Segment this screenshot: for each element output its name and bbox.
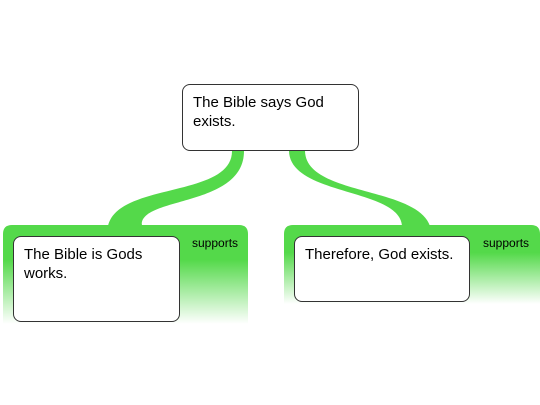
right-premise-box[interactable]: Therefore, God exists. (294, 236, 470, 302)
root-claim-text: The Bible says God exists. (193, 94, 324, 130)
right-supports-label: supports (483, 236, 530, 250)
root-claim-box[interactable]: The Bible says God exists. (182, 84, 359, 151)
left-connector-curve (108, 151, 244, 226)
right-connector-curve (289, 151, 430, 226)
left-premise-text: The Bible is Gods works. (24, 246, 143, 282)
right-premise-text: Therefore, God exists. (305, 246, 454, 263)
left-supports-label: supports (192, 236, 239, 250)
left-premise-box[interactable]: The Bible is Gods works. (13, 236, 180, 322)
